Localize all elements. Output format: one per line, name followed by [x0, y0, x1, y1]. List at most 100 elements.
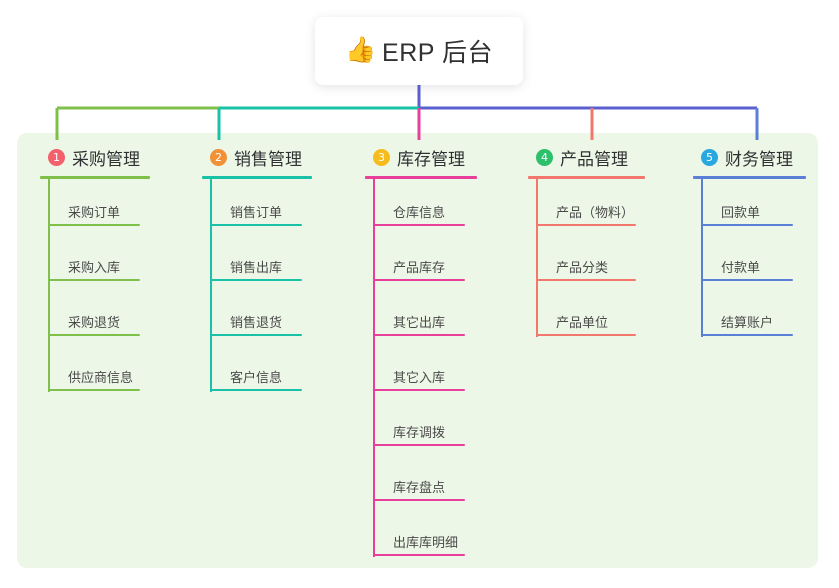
- branch-trunk-line: [536, 179, 538, 337]
- branch-leaves-2: 销售订单销售出库销售退货客户信息: [202, 179, 312, 399]
- branch-column-4: 4 产品管理 产品（物料） 产品分类产品单位: [528, 144, 645, 344]
- leaf-item[interactable]: 其它出库: [365, 289, 477, 344]
- leaf-label: 付款单: [721, 260, 761, 275]
- leaf-item[interactable]: 销售退货: [202, 289, 312, 344]
- branch-badge-5: 5: [701, 148, 718, 166]
- branch-leaves-3: 仓库信息产品库存其它出库其它入库库存调拨库存盘点出库库明细: [365, 179, 477, 564]
- leaf-item[interactable]: 产品单位: [528, 289, 645, 344]
- leaf-underline: [48, 279, 140, 281]
- leaf-label: 销售出库: [230, 260, 283, 275]
- branch-label-3: 库存管理: [397, 149, 465, 169]
- leaf-label: 产品单位: [556, 315, 609, 330]
- root-title: ERP 后台: [382, 39, 493, 67]
- branch-trunk-line: [210, 179, 212, 392]
- leaf-label: 采购退货: [68, 315, 121, 330]
- leaf-item[interactable]: 产品库存: [365, 234, 477, 289]
- branch-label-4: 产品管理: [560, 149, 628, 169]
- leaf-label: 仓库信息: [393, 205, 446, 220]
- leaf-item[interactable]: 产品分类: [528, 234, 645, 289]
- branch-leaves-5: 回款单付款单结算账户: [693, 179, 806, 344]
- leaf-item[interactable]: 其它入库: [365, 344, 477, 399]
- leaf-item[interactable]: 产品（物料）: [528, 179, 645, 234]
- leaf-label: 产品（物料）: [556, 205, 635, 220]
- root-node[interactable]: 👍 ERP 后台: [315, 17, 523, 85]
- leaf-label: 客户信息: [230, 370, 283, 385]
- leaf-label: 供应商信息: [68, 370, 134, 385]
- leaf-underline: [48, 334, 140, 336]
- branch-column-2: 2 销售管理 销售订单销售出库销售退货客户信息: [202, 144, 312, 399]
- branch-badge-3: 3: [373, 148, 390, 166]
- branch-label-1: 采购管理: [72, 149, 140, 169]
- leaf-underline: [373, 389, 465, 391]
- leaf-underline: [373, 279, 465, 281]
- leaf-underline: [48, 389, 140, 391]
- branch-header-1[interactable]: 1 采购管理: [40, 144, 150, 170]
- leaf-underline: [210, 389, 302, 391]
- branch-trunk-line: [701, 179, 703, 337]
- leaf-underline: [536, 334, 636, 336]
- leaf-label: 产品分类: [556, 260, 609, 275]
- leaf-item[interactable]: 采购订单: [40, 179, 150, 234]
- leaf-underline: [373, 224, 465, 226]
- leaf-label: 销售退货: [230, 315, 283, 330]
- branch-badge-4: 4: [536, 148, 553, 166]
- branch-trunk-line: [373, 179, 375, 557]
- leaf-item[interactable]: 库存盘点: [365, 454, 477, 509]
- leaf-label: 其它出库: [393, 315, 446, 330]
- branch-header-2[interactable]: 2 销售管理: [202, 144, 312, 170]
- leaf-item[interactable]: 销售订单: [202, 179, 312, 234]
- leaf-label: 回款单: [721, 205, 761, 220]
- branch-header-4[interactable]: 4 产品管理: [528, 144, 645, 170]
- leaf-label: 产品库存: [393, 260, 446, 275]
- leaf-item[interactable]: 结算账户: [693, 289, 806, 344]
- leaf-label: 库存盘点: [393, 480, 446, 495]
- leaf-item[interactable]: 采购退货: [40, 289, 150, 344]
- leaf-item[interactable]: 采购入库: [40, 234, 150, 289]
- branch-label-2: 销售管理: [234, 149, 302, 169]
- leaf-underline: [536, 224, 636, 226]
- leaf-underline: [536, 279, 636, 281]
- leaf-underline: [701, 224, 793, 226]
- leaf-item[interactable]: 回款单: [693, 179, 806, 234]
- branch-header-3[interactable]: 3 库存管理: [365, 144, 477, 170]
- leaf-label: 出库库明细: [393, 535, 459, 550]
- diagram-panel: [17, 133, 818, 568]
- branch-underline-3: [365, 176, 477, 179]
- leaf-label: 库存调拨: [393, 425, 446, 440]
- branch-leaves-1: 采购订单采购入库采购退货供应商信息: [40, 179, 150, 399]
- leaf-item[interactable]: 销售出库: [202, 234, 312, 289]
- leaf-underline: [210, 224, 302, 226]
- branch-trunk-line: [48, 179, 50, 392]
- branch-badge-2: 2: [210, 148, 227, 166]
- leaf-item[interactable]: 库存调拨: [365, 399, 477, 454]
- branch-header-5[interactable]: 5 财务管理: [693, 144, 806, 170]
- thumbs-up-icon: 👍: [345, 35, 377, 64]
- leaf-item[interactable]: 客户信息: [202, 344, 312, 399]
- leaf-underline: [373, 499, 465, 501]
- branch-column-5: 5 财务管理 回款单付款单结算账户: [693, 144, 806, 344]
- branch-leaves-4: 产品（物料） 产品分类产品单位: [528, 179, 645, 344]
- leaf-item[interactable]: 出库库明细: [365, 509, 477, 564]
- leaf-underline: [373, 444, 465, 446]
- leaf-underline: [373, 554, 465, 556]
- leaf-underline: [210, 279, 302, 281]
- leaf-item[interactable]: 供应商信息: [40, 344, 150, 399]
- branch-label-5: 财务管理: [725, 149, 793, 169]
- branch-badge-1: 1: [48, 148, 65, 166]
- leaf-item[interactable]: 仓库信息: [365, 179, 477, 234]
- leaf-item[interactable]: 付款单: [693, 234, 806, 289]
- branch-underline-5: [693, 176, 806, 179]
- leaf-underline: [701, 279, 793, 281]
- leaf-label: 其它入库: [393, 370, 446, 385]
- leaf-underline: [48, 224, 140, 226]
- leaf-underline: [701, 334, 793, 336]
- branch-underline-4: [528, 176, 645, 179]
- leaf-label: 采购订单: [68, 205, 121, 220]
- branch-underline-2: [202, 176, 312, 179]
- branch-underline-1: [40, 176, 150, 179]
- branch-column-3: 3 库存管理 仓库信息产品库存其它出库其它入库库存调拨库存盘点出库库明细: [365, 144, 477, 564]
- leaf-underline: [373, 334, 465, 336]
- leaf-underline: [210, 334, 302, 336]
- leaf-label: 销售订单: [230, 205, 283, 220]
